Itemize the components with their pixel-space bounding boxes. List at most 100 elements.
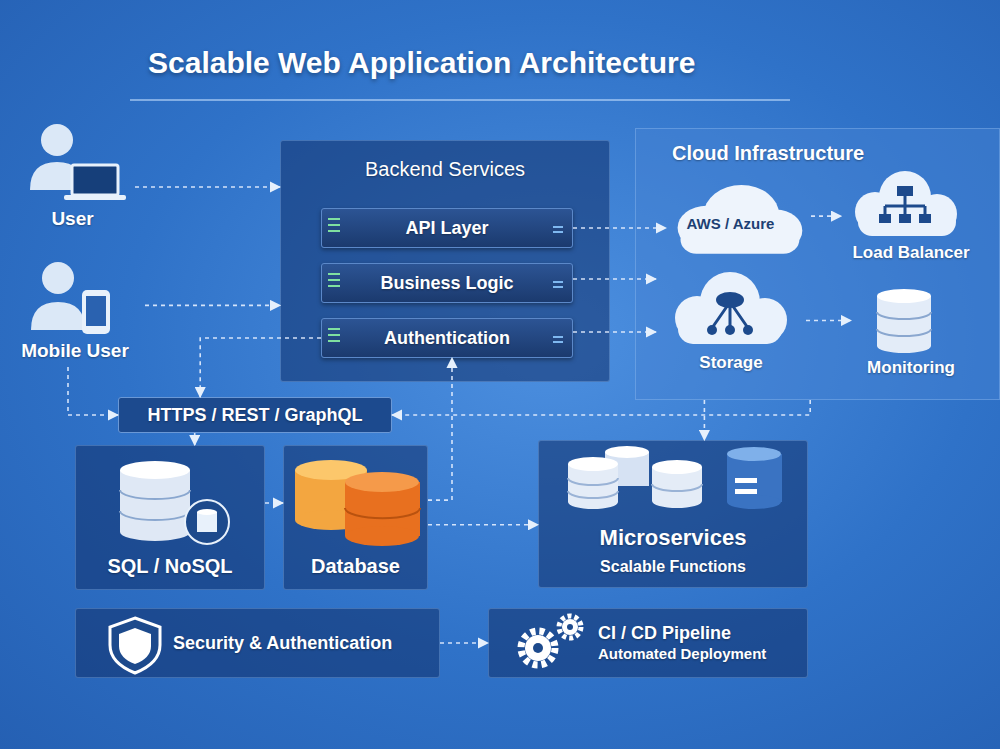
node-label: Database bbox=[311, 554, 400, 579]
actor-node: Mobile User bbox=[5, 255, 145, 367]
connector bbox=[392, 400, 810, 415]
tree-icon bbox=[899, 214, 911, 223]
person-body bbox=[30, 162, 84, 190]
node-label: AWS / Azure bbox=[687, 215, 775, 234]
diagram-title: Scalable Web Application Architecture bbox=[148, 46, 695, 80]
db-cylinder bbox=[568, 457, 618, 471]
connector bbox=[194, 433, 196, 445]
db-stack bbox=[877, 339, 931, 353]
node-label: API Layer bbox=[405, 217, 488, 240]
cloud-icon bbox=[855, 192, 895, 232]
db-cylinder bbox=[568, 495, 618, 509]
db-cylinder bbox=[345, 482, 420, 536]
node-label: User bbox=[51, 207, 93, 231]
connector bbox=[440, 642, 488, 644]
server-bar: Business Logic bbox=[321, 263, 573, 303]
network-icon bbox=[743, 325, 753, 335]
connector bbox=[573, 331, 656, 333]
connector bbox=[428, 524, 538, 526]
service-panel: MicroservicesScalable Functions bbox=[538, 440, 808, 588]
tree-icon bbox=[885, 196, 925, 214]
connector bbox=[145, 305, 280, 307]
db-cylinder bbox=[295, 510, 367, 530]
cloud-node: AWS / Azure bbox=[666, 181, 811, 259]
node-label: Mobile User bbox=[21, 339, 129, 363]
db-cylinder bbox=[120, 461, 190, 479]
cloud-icon bbox=[743, 298, 787, 342]
network-icon bbox=[707, 325, 717, 335]
indicator bbox=[553, 341, 563, 343]
cloud-icon bbox=[917, 194, 957, 234]
gear-icon bbox=[562, 619, 578, 635]
server-dot bbox=[735, 478, 757, 483]
server-cylinder bbox=[727, 454, 782, 502]
phone-body bbox=[82, 290, 110, 334]
node-label: SQL / NoSQL bbox=[107, 554, 232, 579]
db-cylinder bbox=[120, 523, 190, 541]
db-stack bbox=[877, 312, 931, 336]
laptop-base bbox=[64, 195, 126, 200]
connector bbox=[200, 338, 321, 397]
node-label: CI / CD Pipeline bbox=[598, 622, 807, 645]
indicator bbox=[553, 281, 563, 283]
node-label: HTTPS / REST / GraphQL bbox=[147, 404, 362, 427]
db-cylinder bbox=[345, 526, 419, 546]
indicator bbox=[328, 218, 340, 220]
cloud-icon bbox=[858, 208, 956, 236]
connector bbox=[806, 320, 851, 322]
laptop-screen bbox=[72, 165, 118, 195]
network-icon bbox=[716, 292, 744, 308]
gear-icon bbox=[567, 624, 573, 630]
indicator bbox=[328, 285, 340, 287]
node-label: Microservices bbox=[600, 524, 747, 552]
actor-node: User bbox=[10, 115, 135, 235]
connector bbox=[265, 502, 283, 504]
title-underline bbox=[130, 99, 790, 101]
connector bbox=[573, 227, 666, 229]
person-head bbox=[41, 124, 73, 156]
network-icon bbox=[712, 302, 748, 328]
server-cylinder bbox=[727, 495, 781, 509]
db-badge bbox=[197, 509, 217, 515]
node-label: Authentication bbox=[384, 327, 510, 350]
db-cylinder bbox=[345, 472, 419, 492]
node-label: Security & Authentication bbox=[173, 632, 439, 655]
db-stack bbox=[877, 296, 931, 346]
db-cylinder bbox=[120, 490, 190, 520]
connector bbox=[811, 215, 841, 217]
server-cylinder bbox=[727, 447, 781, 461]
tree-icon bbox=[897, 186, 913, 196]
server-indicators bbox=[328, 218, 563, 343]
db-stack bbox=[877, 289, 931, 303]
db-cylinder bbox=[652, 494, 702, 508]
gear-icon bbox=[559, 616, 581, 638]
db-cylinder bbox=[345, 508, 420, 518]
db-cylinder bbox=[568, 478, 618, 498]
db-cylinder bbox=[652, 467, 702, 501]
icon-node: Storage bbox=[656, 271, 806, 381]
tree-icon bbox=[919, 214, 931, 223]
db-cylinder bbox=[605, 446, 649, 458]
indicator bbox=[328, 334, 340, 336]
node-label: Monitoring bbox=[867, 357, 955, 378]
feature-box: CI / CD PipelineAutomated Deployment bbox=[488, 608, 808, 678]
indicator bbox=[553, 226, 563, 228]
indicator bbox=[553, 231, 563, 233]
cloud-icon bbox=[678, 314, 782, 344]
connector bbox=[68, 367, 118, 415]
icon-node: Load Balancer bbox=[841, 169, 981, 271]
cloud-icon bbox=[879, 171, 931, 223]
connector bbox=[428, 358, 452, 500]
gear-icon bbox=[533, 643, 543, 653]
cloud-icon bbox=[700, 272, 760, 332]
server-dot bbox=[735, 489, 757, 494]
node-label: Business Logic bbox=[380, 272, 513, 295]
server-bar: API Layer bbox=[321, 208, 573, 248]
db-cylinder bbox=[120, 470, 190, 532]
indicator bbox=[328, 340, 340, 342]
db-cylinder bbox=[295, 460, 367, 480]
service-group: Backend ServicesAPI LayerBusiness LogicA… bbox=[280, 140, 610, 382]
connector bbox=[704, 400, 706, 440]
data-store: SQL / NoSQL bbox=[75, 445, 265, 590]
